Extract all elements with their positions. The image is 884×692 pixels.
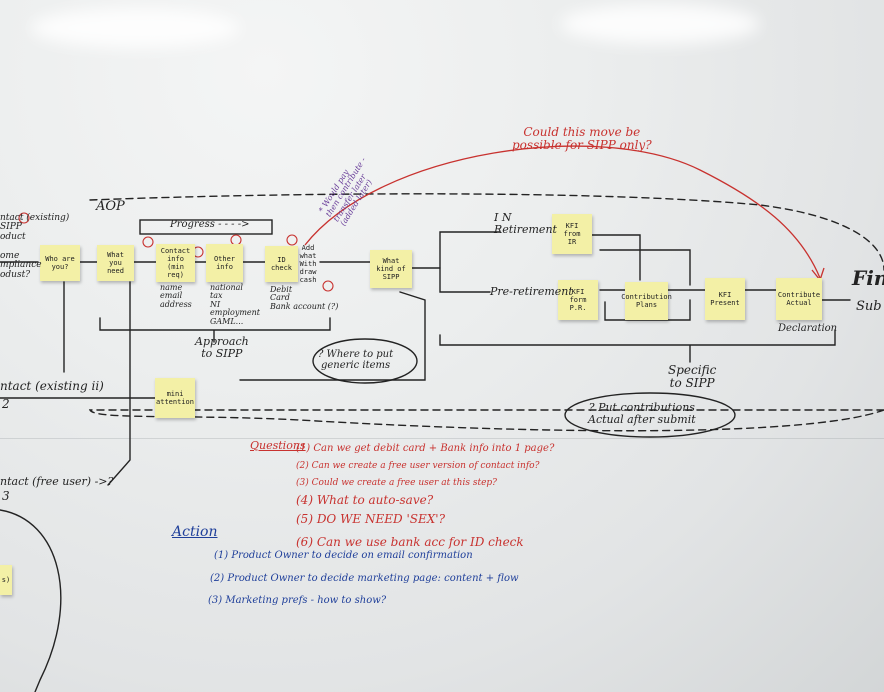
left-circle-outline — [0, 509, 62, 692]
light-glare-right — [560, 4, 760, 44]
left-circle-number-2: 2 — [2, 397, 10, 411]
red-curve-arrow — [304, 145, 821, 279]
approach-bracket — [99, 317, 331, 343]
light-glare-left — [30, 8, 240, 48]
aop-label: AOP — [96, 199, 125, 214]
action-item: (3) Marketing prefs - how to show? — [208, 595, 387, 606]
progress-box — [139, 219, 273, 235]
question-item: (5) DO WE NEED 'SEX'? — [296, 512, 446, 526]
question-item: (2) Can we create a free user version of… — [296, 461, 540, 471]
curve-question: Could this move be possible for SIPP onl… — [512, 125, 652, 152]
sticky-contact-info: Contact info (min req) — [156, 244, 195, 282]
question-item: (3) Could we create a free user at this … — [296, 478, 497, 488]
sticky-who-are-you: Who are you? — [40, 245, 80, 281]
label-where-generic: ? Where to put generic items — [318, 349, 394, 371]
aop-dashed-boundary — [88, 193, 884, 432]
sticky-kfi-from-ir: KFI from IR — [552, 214, 592, 254]
sticky-contribute-actual: Contribute Actual — [776, 278, 822, 320]
sticky-left-edge: s) — [0, 565, 12, 595]
sticky-withdraw-cash: Add what With draw cash — [299, 244, 317, 284]
progress-label: Progress - - - -> — [170, 219, 250, 230]
sticky-what-kind-sipp: What kind of SIPP — [370, 250, 412, 288]
submit-label: Sub — [856, 299, 882, 314]
finish-label: Fin — [852, 266, 884, 290]
left-edge-top-text: ntact (existing) SIPP oduct ome mpliance… — [0, 213, 70, 280]
label-specific: Specific to SIPP — [668, 363, 717, 390]
action-item: (1) Product Owner to decide on email con… — [214, 550, 473, 561]
label-id-fields: Debit Card Bank account (?) — [270, 285, 339, 311]
question-item: (4) What to auto-save? — [296, 493, 434, 507]
label-pre-retirement: Pre-retirement — [490, 285, 573, 298]
action-item: (2) Product Owner to decide marketing pa… — [210, 573, 519, 584]
put-contributions-ellipse — [564, 392, 736, 438]
generic-items-ellipse — [312, 338, 418, 384]
sticky-other-info: Other info — [206, 244, 243, 282]
questions-title: Questions — [250, 439, 306, 452]
question-item: (1) Can we get debit card + Bank info in… — [296, 443, 555, 454]
specific-bracket — [439, 329, 836, 363]
actions-title: Action — [172, 524, 218, 540]
label-approach: Approach to SIPP — [195, 335, 249, 360]
label-declaration: Declaration — [778, 323, 838, 334]
left-edge-bottom-text: ntact (free user) ->? — [0, 475, 114, 488]
question-item: (6) Can we use bank acc for ID check — [296, 535, 524, 549]
label-contact-fields: name email address — [160, 283, 192, 309]
sticky-id-check: ID check — [265, 246, 298, 282]
sticky-contribution-plans: Contribution Plans — [621, 282, 672, 320]
sticky-what-you-need: What you need — [97, 245, 134, 281]
left-circle-number-3: 3 — [2, 489, 10, 503]
left-edge-mid-text: ntact (existing ii) — [0, 379, 104, 393]
sticky-mini-attention: mini attention — [155, 378, 195, 418]
sticky-kfi-present: KFI Present — [705, 278, 745, 320]
label-put-contributions: ? Put contributions Actual after submit — [588, 401, 696, 426]
sticky-kfi-form-pr: KFI form P.R. — [558, 280, 598, 320]
label-other-fields: national tax NI employment GAML... — [210, 283, 261, 326]
board-seam — [0, 438, 884, 439]
label-in-retirement: I N Retirement — [494, 211, 557, 236]
